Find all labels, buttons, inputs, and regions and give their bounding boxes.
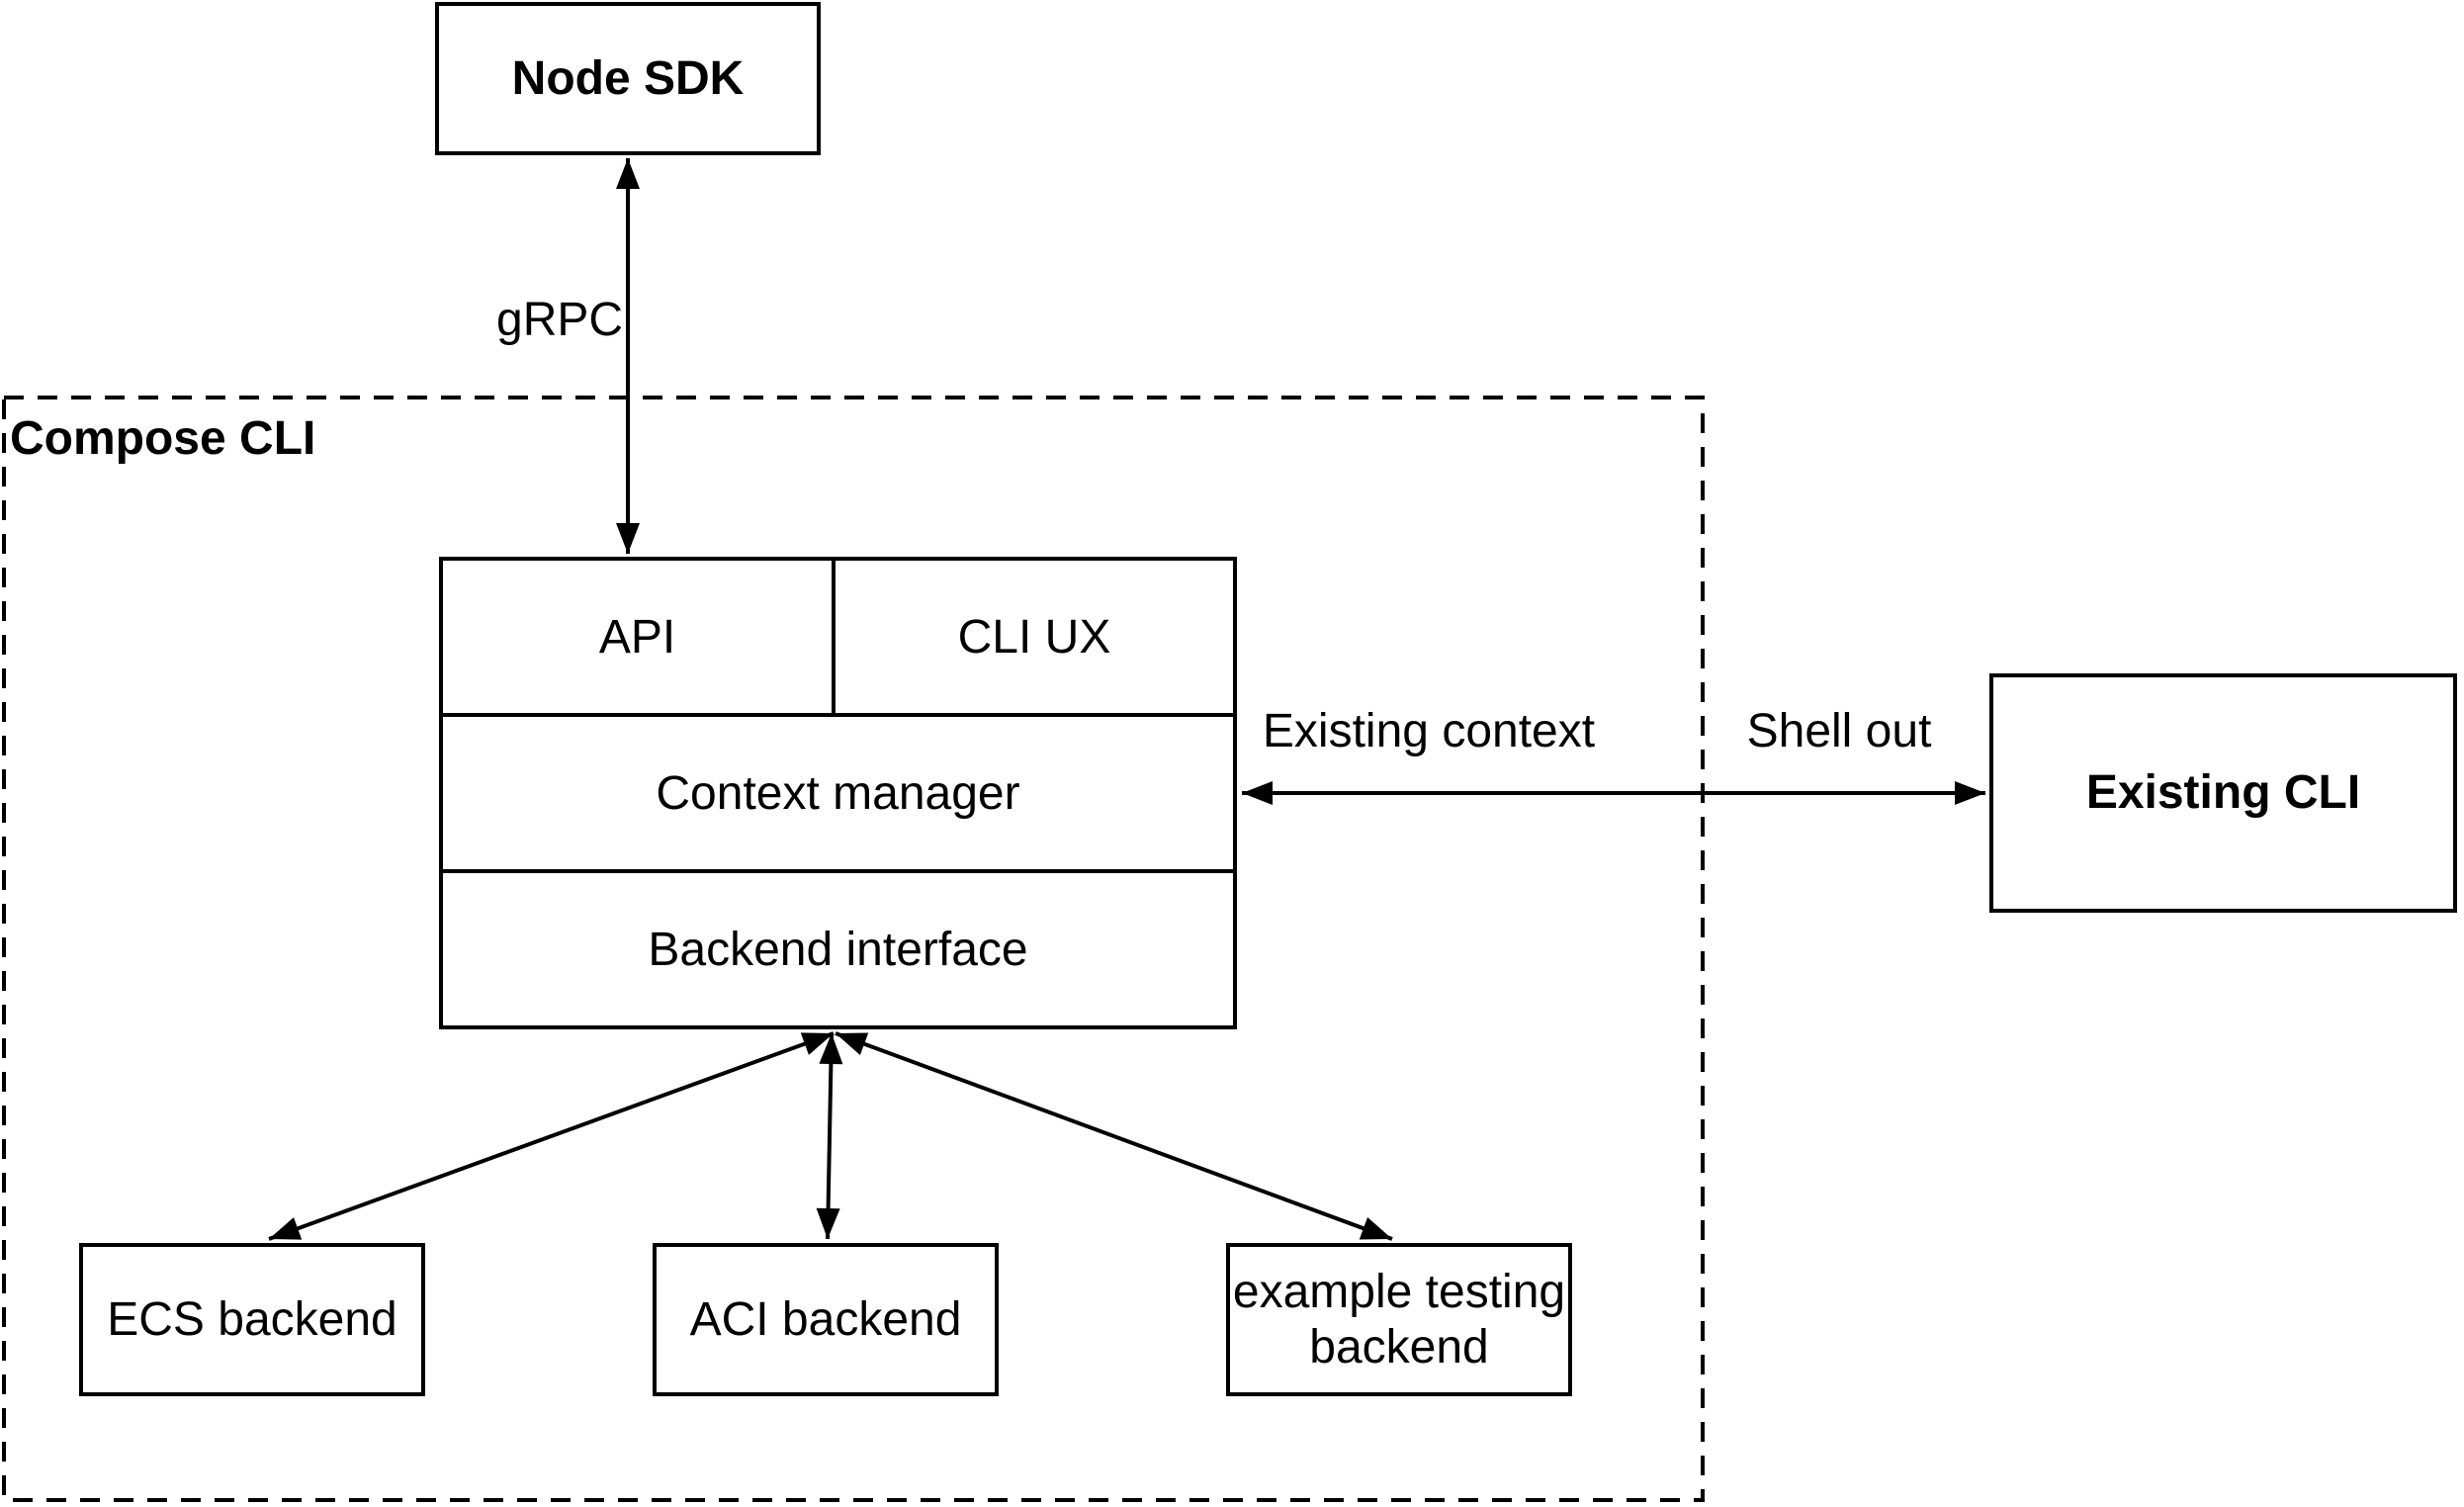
node-backend-interface: Backend interface	[443, 869, 1233, 1025]
node-compose-cli-stack: API CLI UX Context manager Backend inter…	[439, 557, 1237, 1029]
node-ecs-backend: ECS backend	[79, 1243, 425, 1396]
edge-backend-ecs	[268, 1031, 835, 1241]
edge-backend-aci	[816, 1032, 843, 1240]
node-node-sdk: Node SDK	[435, 2, 821, 155]
node-existing-cli: Existing CLI	[1989, 673, 2457, 913]
edge-label-grpc: gRPC	[496, 294, 624, 346]
node-api: API	[443, 561, 836, 713]
compose-cli-container-label: Compose CLI	[10, 412, 316, 465]
edge-label-existing-context: Existing context	[1262, 705, 1596, 757]
node-cli-ux: CLI UX	[957, 610, 1111, 664]
edge-backend-example	[835, 1031, 1393, 1241]
node-aci-backend: ACI backend	[653, 1243, 999, 1396]
edge-label-shell-out: Shell out	[1746, 705, 1932, 757]
stack-row-top: API CLI UX	[443, 561, 1233, 713]
node-example-testing-backend: example testing backend	[1226, 1243, 1572, 1396]
compose-cli-container-border	[2, 396, 1705, 1502]
node-context-manager: Context manager	[443, 713, 1233, 869]
